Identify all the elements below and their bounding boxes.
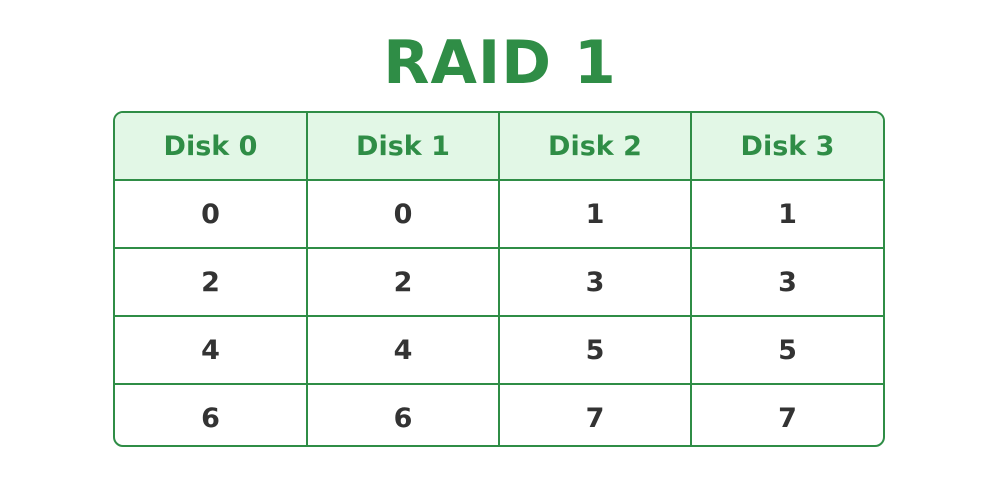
- raid-table-container: Disk 0 Disk 1 Disk 2 Disk 3 0 0 1 1 2 2 …: [113, 111, 885, 447]
- block-cell: 7: [498, 383, 692, 445]
- block-cell: 0: [306, 179, 500, 249]
- table-row: 4 4 5 5: [115, 315, 883, 385]
- block-cell: 5: [498, 315, 692, 385]
- table-row: 0 0 1 1: [115, 179, 883, 249]
- raid-table: Disk 0 Disk 1 Disk 2 Disk 3 0 0 1 1 2 2 …: [115, 113, 883, 445]
- block-cell: 1: [498, 179, 692, 249]
- header-row: Disk 0 Disk 1 Disk 2 Disk 3: [115, 113, 883, 181]
- block-cell: 2: [115, 247, 308, 317]
- block-cell: 5: [690, 315, 883, 385]
- block-cell: 3: [690, 247, 883, 317]
- block-cell: 1: [690, 179, 883, 249]
- block-cell: 6: [115, 383, 308, 445]
- diagram-title: RAID 1: [383, 28, 617, 98]
- table-row: 6 6 7 7: [115, 383, 883, 445]
- header-disk-2: Disk 2: [498, 113, 692, 181]
- header-disk-1: Disk 1: [306, 113, 500, 181]
- table-row: 2 2 3 3: [115, 247, 883, 317]
- block-cell: 2: [306, 247, 500, 317]
- header-disk-3: Disk 3: [690, 113, 883, 181]
- block-cell: 7: [690, 383, 883, 445]
- block-cell: 4: [306, 315, 500, 385]
- block-cell: 4: [115, 315, 308, 385]
- block-cell: 3: [498, 247, 692, 317]
- header-disk-0: Disk 0: [115, 113, 308, 181]
- block-cell: 6: [306, 383, 500, 445]
- block-cell: 0: [115, 179, 308, 249]
